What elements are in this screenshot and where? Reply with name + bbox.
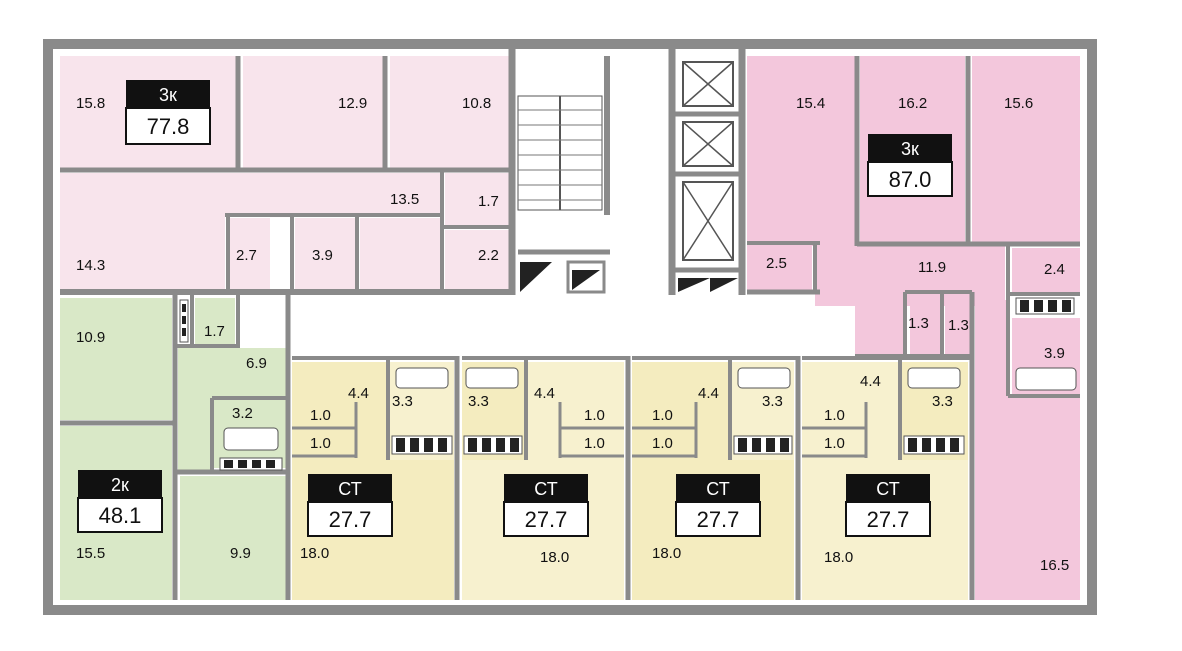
room-9-9	[180, 476, 286, 600]
room-label: 4.4	[534, 385, 555, 402]
room-label: 14.3	[76, 257, 105, 274]
room-hall-green	[178, 398, 212, 473]
badge-area: 77.8	[147, 114, 190, 139]
badge-type: СТ	[876, 479, 899, 499]
room-label: 15.5	[76, 545, 105, 562]
room-label: 12.9	[338, 95, 367, 112]
room-16-5-main	[975, 396, 1080, 600]
badge-area: 27.7	[329, 507, 372, 532]
room-label: 9.9	[230, 545, 251, 562]
badge-area: 48.1	[99, 503, 142, 528]
room-10-8	[390, 56, 510, 168]
room-label: 1.0	[584, 435, 605, 452]
badge-type: СТ	[534, 479, 557, 499]
room-label: 1.0	[824, 407, 845, 424]
room-2-7	[230, 218, 270, 289]
room-label: 3.3	[468, 393, 489, 410]
badge-area: 27.7	[697, 507, 740, 532]
room-1-7-green	[195, 298, 235, 344]
room-13-5	[205, 173, 440, 215]
room-label: 15.4	[796, 95, 825, 112]
room-label: 2.2	[478, 247, 499, 264]
room-label: 1.7	[204, 323, 225, 340]
badge-type: СТ	[706, 479, 729, 499]
room-label: 1.0	[584, 407, 605, 424]
room-labels: 15.8 12.9 10.8 13.5 1.7 14.3 2.7 3.9 2.2…	[76, 95, 1069, 574]
room-1-3-b	[945, 296, 970, 354]
room-label: 1.3	[908, 315, 929, 332]
room-2-4	[1012, 248, 1080, 292]
room-label: 2.5	[766, 255, 787, 272]
room-3-9	[295, 218, 355, 289]
room-label: 10.9	[76, 329, 105, 346]
room-label: 18.0	[300, 545, 329, 562]
apartment-badge: СТ 27.7	[845, 474, 931, 537]
room-2-2	[445, 230, 510, 289]
room-label: 4.4	[860, 373, 881, 390]
room-label: 16.5	[1040, 557, 1069, 574]
apartment-badge: СТ 27.7	[675, 474, 761, 537]
room-label: 3.3	[392, 393, 413, 410]
room-label: 3.3	[762, 393, 783, 410]
room-label: 16.2	[898, 95, 927, 112]
room-label: 6.9	[246, 355, 267, 372]
room-11-9-lower	[855, 300, 907, 356]
badge-type: СТ	[338, 479, 361, 499]
badge-type: 2к	[111, 475, 129, 495]
room-label: 1.7	[478, 193, 499, 210]
badge-area: 27.7	[867, 507, 910, 532]
apartment-badge: 2к 48.1	[77, 470, 163, 533]
room-label: 2.4	[1044, 261, 1065, 278]
room-label: 1.0	[652, 435, 673, 452]
room-label: 4.4	[698, 385, 719, 402]
room-label: 1.0	[824, 435, 845, 452]
room-label: 1.0	[310, 407, 331, 424]
apartment-badge: СТ 27.7	[503, 474, 589, 537]
room-hall	[360, 218, 440, 289]
room-label: 18.0	[652, 545, 681, 562]
room-15-6	[972, 56, 1080, 242]
room-label: 3.9	[312, 247, 333, 264]
room-1-3-a	[910, 296, 940, 354]
room-label: 3.3	[932, 393, 953, 410]
room-14-3	[60, 173, 225, 289]
room-label: 15.6	[1004, 95, 1033, 112]
room-label: 13.5	[390, 191, 419, 208]
room-10-9	[60, 298, 172, 420]
apartment-3k-left[interactable]	[60, 56, 512, 295]
room-label: 10.8	[462, 95, 491, 112]
badge-area: 87.0	[889, 167, 932, 192]
room-label: 18.0	[540, 549, 569, 566]
room-label: 3.9	[1044, 345, 1065, 362]
room-label: 1.0	[652, 407, 673, 424]
apartment-badge: 3к 77.8	[125, 80, 211, 145]
room-label: 3.2	[232, 405, 253, 422]
room-label: 15.8	[76, 95, 105, 112]
apartment-badge: СТ 27.7	[307, 474, 393, 537]
room-label: 2.7	[236, 247, 257, 264]
room-6-9	[178, 348, 286, 398]
studio-4[interactable]	[802, 356, 970, 600]
room-label: 18.0	[824, 549, 853, 566]
room-label: 1.0	[310, 435, 331, 452]
apartment-badge: 3к 87.0	[867, 134, 953, 197]
badge-area: 27.7	[525, 507, 568, 532]
room-label: 4.4	[348, 385, 369, 402]
elevator-2-icon	[682, 121, 734, 167]
core	[508, 44, 746, 295]
room-12-9	[243, 56, 385, 168]
room-label: 1.3	[948, 317, 969, 334]
room-label: 11.9	[918, 259, 946, 276]
room-1-7-top	[445, 173, 510, 225]
elevator-1-icon	[682, 61, 734, 107]
room-2-5	[747, 246, 812, 290]
badge-type: 3к	[159, 85, 177, 105]
badge-type: 3к	[901, 139, 919, 159]
room-15-4	[747, 56, 855, 246]
elevator-3-icon	[682, 181, 734, 261]
